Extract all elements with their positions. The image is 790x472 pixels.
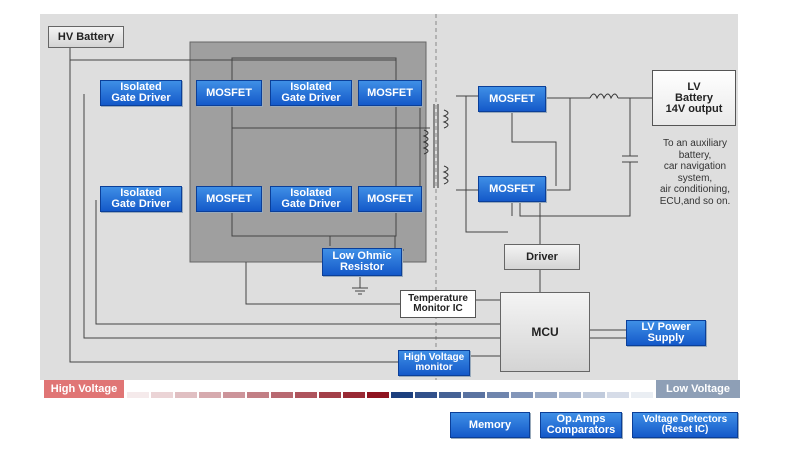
temperature-monitor-block: Temperature Monitor IC	[400, 290, 476, 318]
legend-opamps-comparators: Op.Amps Comparators	[540, 412, 622, 438]
hv-battery-block: HV Battery	[48, 26, 124, 48]
mosfet-top-right: MOSFET	[358, 80, 422, 106]
mosfet-bottom-left: MOSFET	[196, 186, 262, 212]
band-cell	[175, 392, 197, 398]
band-cell	[463, 392, 485, 398]
gate-driver-bottom-middle: Isolated Gate Driver	[270, 186, 352, 212]
band-cell	[151, 392, 173, 398]
band-cell	[391, 392, 413, 398]
band-cell	[415, 392, 437, 398]
band-cell	[631, 392, 653, 398]
voltage-band	[127, 392, 653, 398]
band-cell	[127, 392, 149, 398]
band-cell	[439, 392, 461, 398]
low-voltage-label: Low Voltage	[666, 383, 730, 395]
inverter-panel	[189, 41, 427, 263]
mosfet-bottom-right: MOSFET	[358, 186, 422, 212]
band-cell	[583, 392, 605, 398]
mosfet-top-left: MOSFET	[196, 80, 262, 106]
driver-block: Driver	[504, 244, 580, 270]
band-cell	[271, 392, 293, 398]
band-cell	[247, 392, 269, 398]
mosfet-secondary-bottom: MOSFET	[478, 176, 546, 202]
band-cell	[367, 392, 389, 398]
low-ohmic-resistor-block: Low Ohmic Resistor	[322, 248, 402, 276]
lv-band-label-bg	[656, 380, 740, 398]
hv-band-label-bg	[44, 380, 124, 398]
gate-driver-top-middle: Isolated Gate Driver	[270, 80, 352, 106]
band-cell	[223, 392, 245, 398]
mcu-block: MCU	[500, 292, 590, 372]
mosfet-secondary-top: MOSFET	[478, 86, 546, 112]
band-cell	[319, 392, 341, 398]
lv-battery-block: LV Battery 14V output	[652, 70, 736, 126]
band-cell	[487, 392, 509, 398]
gate-driver-top-left: Isolated Gate Driver	[100, 80, 182, 106]
gate-driver-bottom-left: Isolated Gate Driver	[100, 186, 182, 212]
legend-voltage-detectors: Voltage Detectors (Reset IC)	[632, 412, 738, 438]
legend-memory: Memory	[450, 412, 530, 438]
high-voltage-label: High Voltage	[50, 383, 118, 395]
lv-battery-note: To an auxiliary battery, car navigation …	[659, 138, 731, 207]
hv-monitor-block: High Voltage monitor	[398, 350, 470, 376]
band-cell	[607, 392, 629, 398]
lv-power-supply-block: LV Power Supply	[626, 320, 706, 346]
band-cell	[199, 392, 221, 398]
band-cell	[511, 392, 533, 398]
band-cell	[343, 392, 365, 398]
band-cell	[559, 392, 581, 398]
band-cell	[535, 392, 557, 398]
band-cell	[295, 392, 317, 398]
